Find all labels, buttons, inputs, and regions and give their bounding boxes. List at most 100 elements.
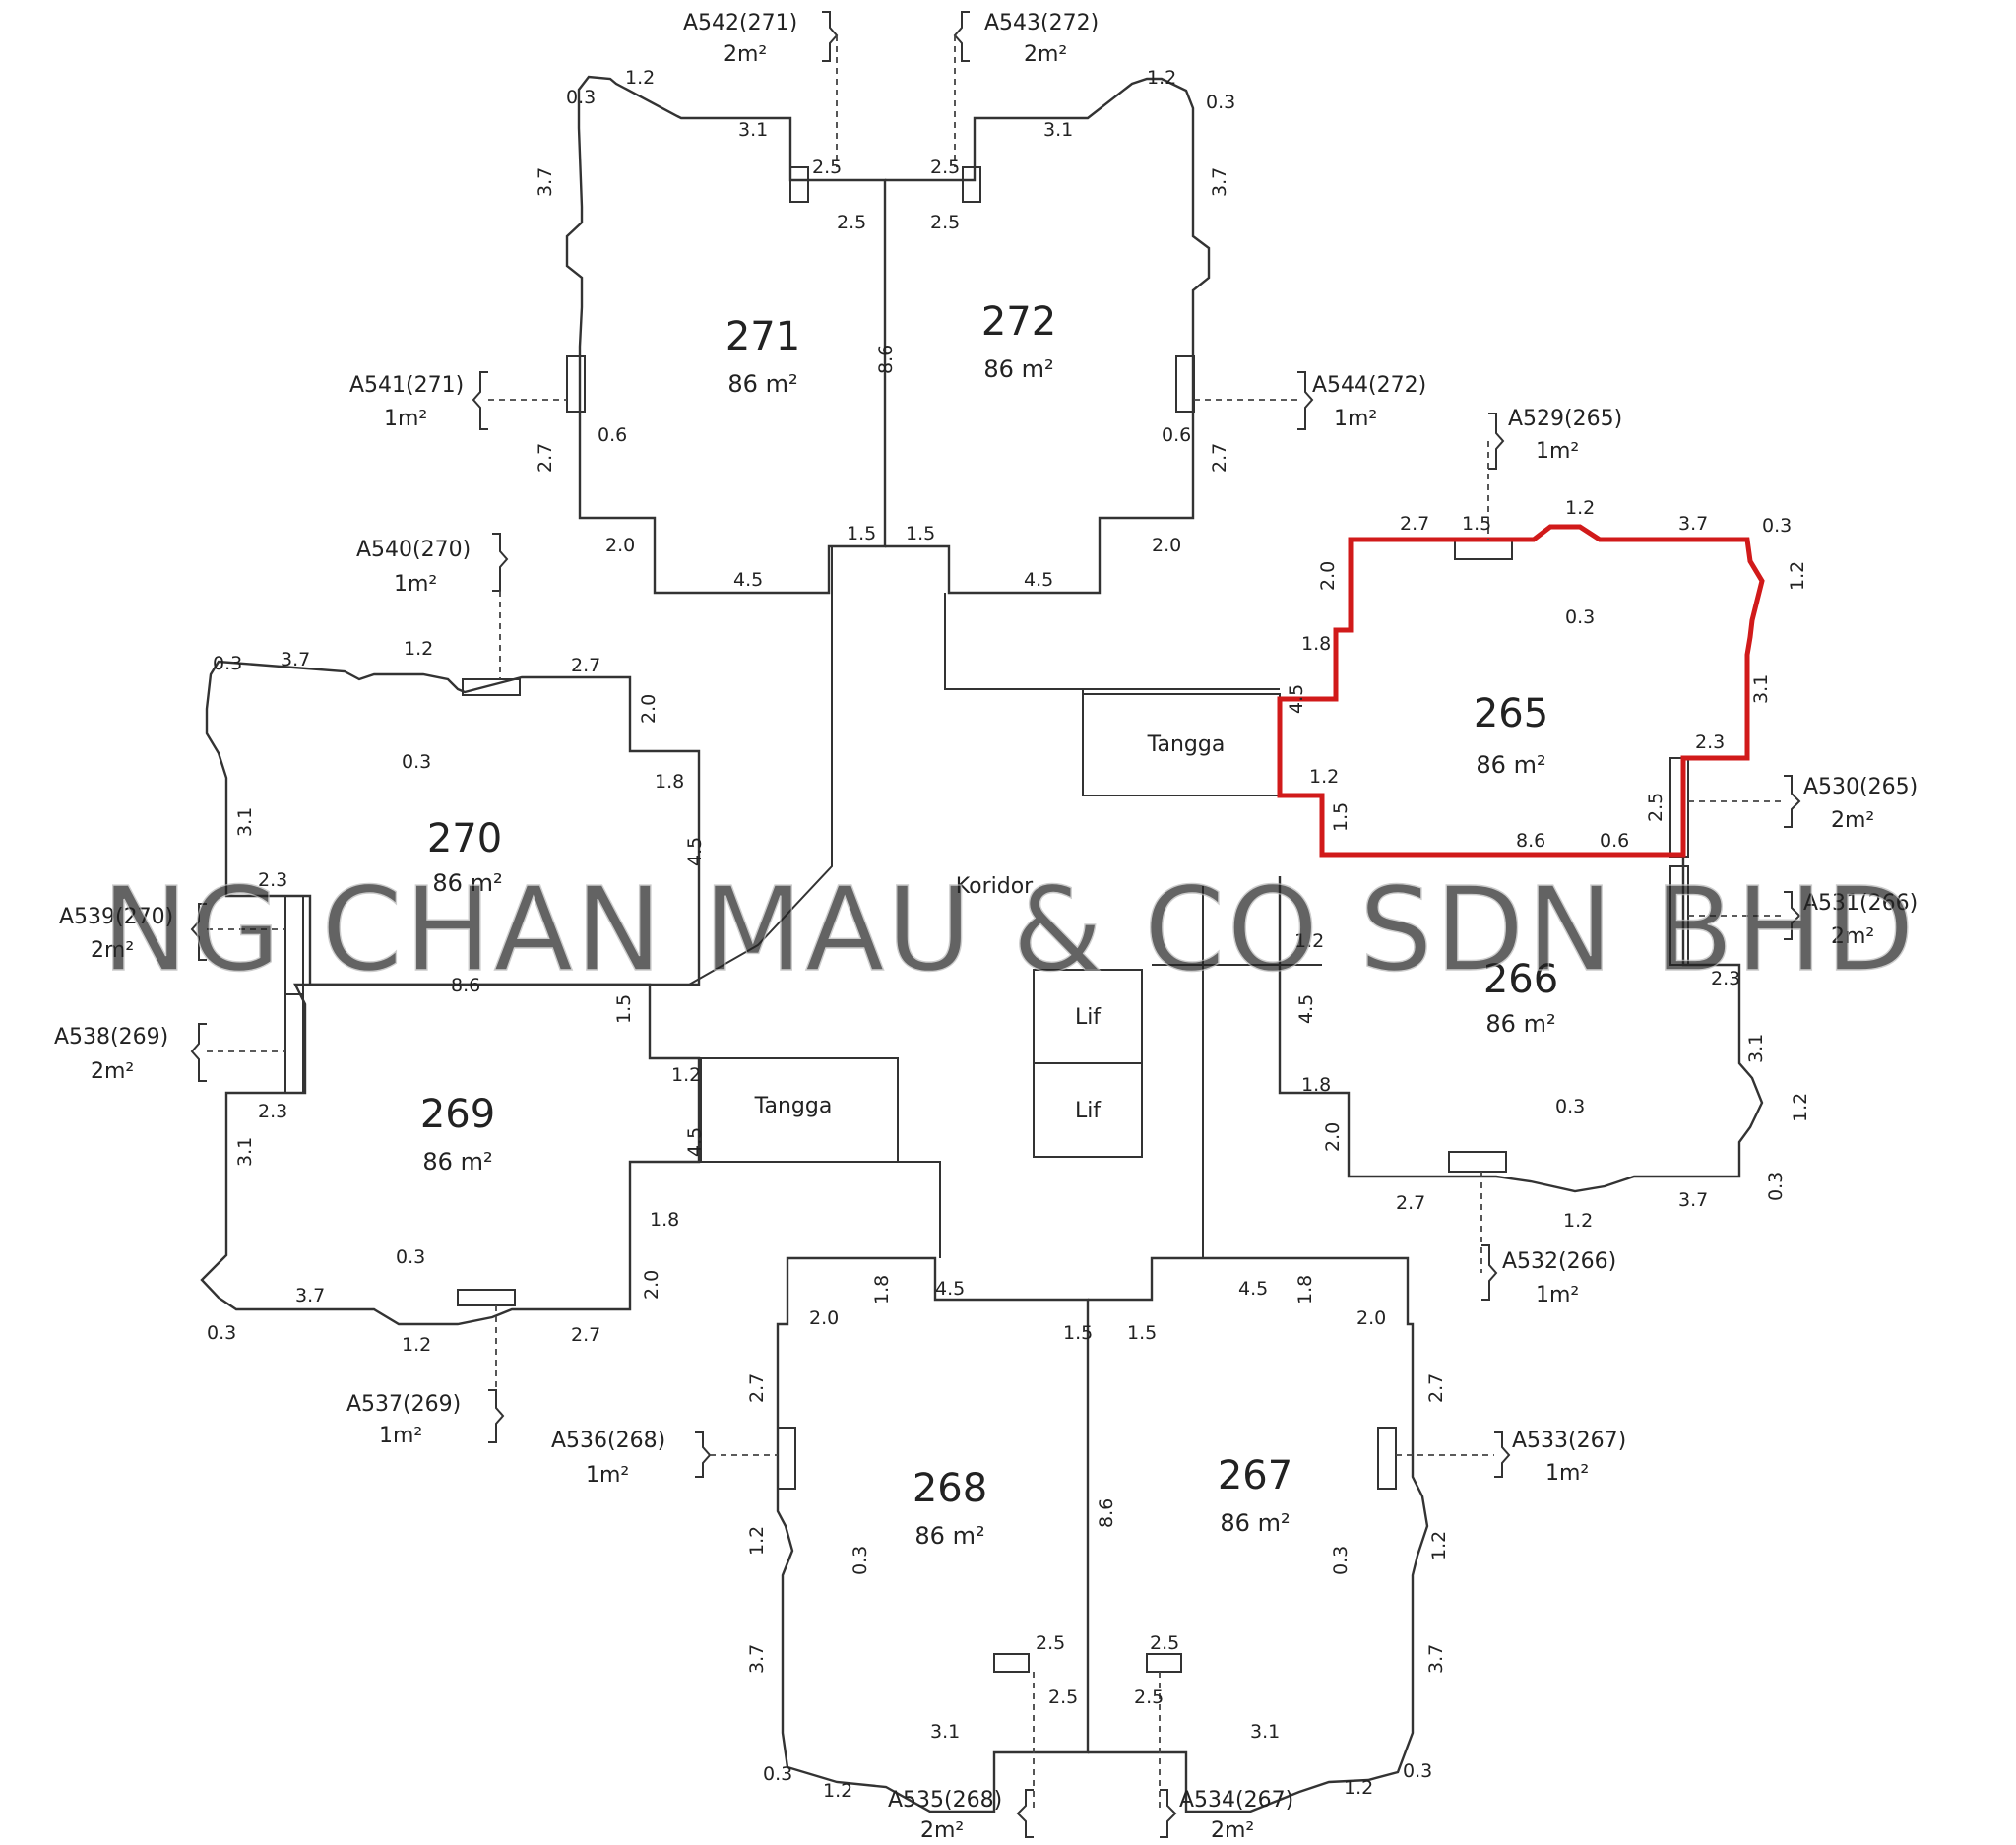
dim-label: 1.2 [1787, 561, 1808, 591]
dim-label: 1.2 [625, 67, 655, 89]
dim-label: 0.3 [1206, 92, 1235, 113]
unit-266-outline [1278, 853, 1764, 1193]
dim-label: 3.7 [1678, 513, 1708, 535]
dim-label: 2.3 [1711, 968, 1740, 989]
dim-label: 0.3 [1765, 1172, 1787, 1201]
dim-label: 8.6 [451, 975, 480, 996]
unit-272-number: 272 [981, 299, 1056, 345]
unit-271-number: 271 [725, 314, 800, 359]
acc-a537-area: 1m² [379, 1424, 422, 1448]
dim-label: 1.5 [1063, 1322, 1093, 1344]
dim-label: 3.1 [234, 807, 256, 837]
dim-label: 2.7 [535, 443, 556, 473]
lift-2-label: Lif [1075, 1099, 1102, 1123]
unit-270-number: 270 [427, 816, 502, 861]
dim-label: 0.3 [402, 751, 431, 773]
dim-label: 0.3 [1565, 606, 1595, 628]
dim-label: 2.5 [930, 212, 960, 233]
acc-a544-area: 1m² [1334, 407, 1377, 431]
dim-label: 4.5 [733, 569, 763, 591]
dim-label: 2.0 [1317, 561, 1339, 591]
acc-a530-area: 2m² [1831, 808, 1874, 833]
dim-label: 2.7 [571, 655, 600, 676]
acc-a529-area: 1m² [1536, 439, 1579, 464]
dim-label: 8.6 [1516, 830, 1545, 852]
acc-a535-area: 2m² [920, 1818, 964, 1843]
stair-lower-box [700, 1057, 899, 1163]
dim-label: 0.3 [763, 1763, 792, 1785]
acc-a531-area: 2m² [1831, 924, 1874, 949]
accessory-callouts: A529(265) 1m² A530(265) 2m² A531(266) 2m… [54, 11, 1918, 1843]
dimension-labels: 0.3 1.2 3.1 2.5 2.5 3.7 8.6 2.7 2.0 4.5 … [207, 67, 1811, 1802]
acc-a535-code: A535(268) [888, 1788, 1002, 1813]
unit-272-area: 86 m² [983, 355, 1053, 383]
dim-label: 3.1 [1745, 1034, 1767, 1063]
dim-label: 3.7 [281, 649, 310, 670]
dim-label: 1.2 [1565, 497, 1595, 519]
dim-label: 1.2 [1344, 1777, 1373, 1799]
dim-label: 2.7 [1396, 1192, 1425, 1214]
acc-a539-code: A539(270) [59, 905, 173, 929]
dim-label: 1.2 [404, 638, 433, 660]
dim-label: 1.2 [1147, 67, 1176, 89]
unit-269-area: 86 m² [422, 1148, 492, 1176]
dim-label: 2.0 [1322, 1122, 1344, 1152]
acc-a542-area: 2m² [724, 42, 767, 67]
acc-a537-code: A537(269) [346, 1392, 461, 1417]
dim-label: 2.3 [258, 1101, 287, 1122]
acc-a532-area: 1m² [1536, 1283, 1579, 1307]
dim-label: 2.7 [1425, 1373, 1447, 1403]
dim-label: 3.1 [1250, 1721, 1280, 1743]
unit-270-area: 86 m² [432, 869, 502, 897]
dim-label: 1.8 [650, 1209, 679, 1231]
unit-268-number: 268 [913, 1466, 987, 1511]
acc-a543-area: 2m² [1024, 42, 1067, 67]
dim-label: 1.5 [1127, 1322, 1157, 1344]
dim-label: 3.7 [1678, 1189, 1708, 1211]
acc-a533-code: A533(267) [1512, 1429, 1626, 1453]
dim-label: 3.7 [746, 1644, 768, 1674]
dim-label: 1.8 [1301, 633, 1331, 655]
dim-label: 1.2 [1294, 930, 1324, 952]
dim-label: 4.5 [1295, 994, 1317, 1024]
acc-a536-code: A536(268) [551, 1429, 665, 1453]
acc-a543-code: A543(272) [984, 11, 1099, 35]
dim-label: 8.6 [875, 345, 897, 374]
acc-a540-code: A540(270) [356, 538, 471, 562]
lift-1-label: Lif [1075, 1005, 1102, 1030]
acc-a533-area: 1m² [1545, 1461, 1589, 1486]
stair-upper-label: Tangga [1147, 732, 1226, 757]
acc-a538-code: A538(269) [54, 1025, 168, 1050]
unit-266-number: 266 [1483, 957, 1558, 1002]
acc-a542-code: A542(271) [683, 11, 797, 35]
dim-label: 3.1 [930, 1721, 960, 1743]
acc-a529-code: A529(265) [1508, 407, 1622, 431]
accessory-boxes [284, 166, 1689, 1673]
dim-label: 1.5 [906, 523, 935, 544]
dim-label: 1.5 [613, 994, 635, 1024]
dim-label: 0.3 [1403, 1760, 1432, 1782]
acc-a532-code: A532(266) [1502, 1249, 1616, 1274]
dim-label: 4.5 [684, 837, 706, 866]
acc-a541-code: A541(271) [349, 373, 464, 398]
dim-label: 3.7 [535, 167, 556, 197]
dim-label: 2.5 [1134, 1686, 1164, 1708]
dim-label: 2.7 [1400, 513, 1429, 535]
dim-label: 0.6 [598, 424, 627, 446]
unit-265-area: 86 m² [1476, 751, 1545, 779]
dim-label: 1.8 [655, 771, 684, 793]
watermark: NG CHAN MAU & CO SDN BHD [101, 861, 1917, 997]
dim-label: 0.3 [1555, 1096, 1585, 1117]
stair-lower-label: Tangga [754, 1094, 833, 1118]
acc-a534-area: 2m² [1211, 1818, 1254, 1843]
unit-265-highlight [1277, 524, 1765, 858]
dim-label: 2.3 [1695, 732, 1725, 753]
acc-a539-area: 2m² [91, 938, 134, 963]
unit-268-outline [776, 1256, 1090, 1813]
dim-label: 2.7 [1209, 443, 1230, 473]
dim-label: 2.5 [1048, 1686, 1078, 1708]
dim-label: 0.3 [1762, 515, 1792, 537]
acc-a530-code: A530(265) [1803, 775, 1918, 799]
dim-label: 2.5 [837, 212, 866, 233]
